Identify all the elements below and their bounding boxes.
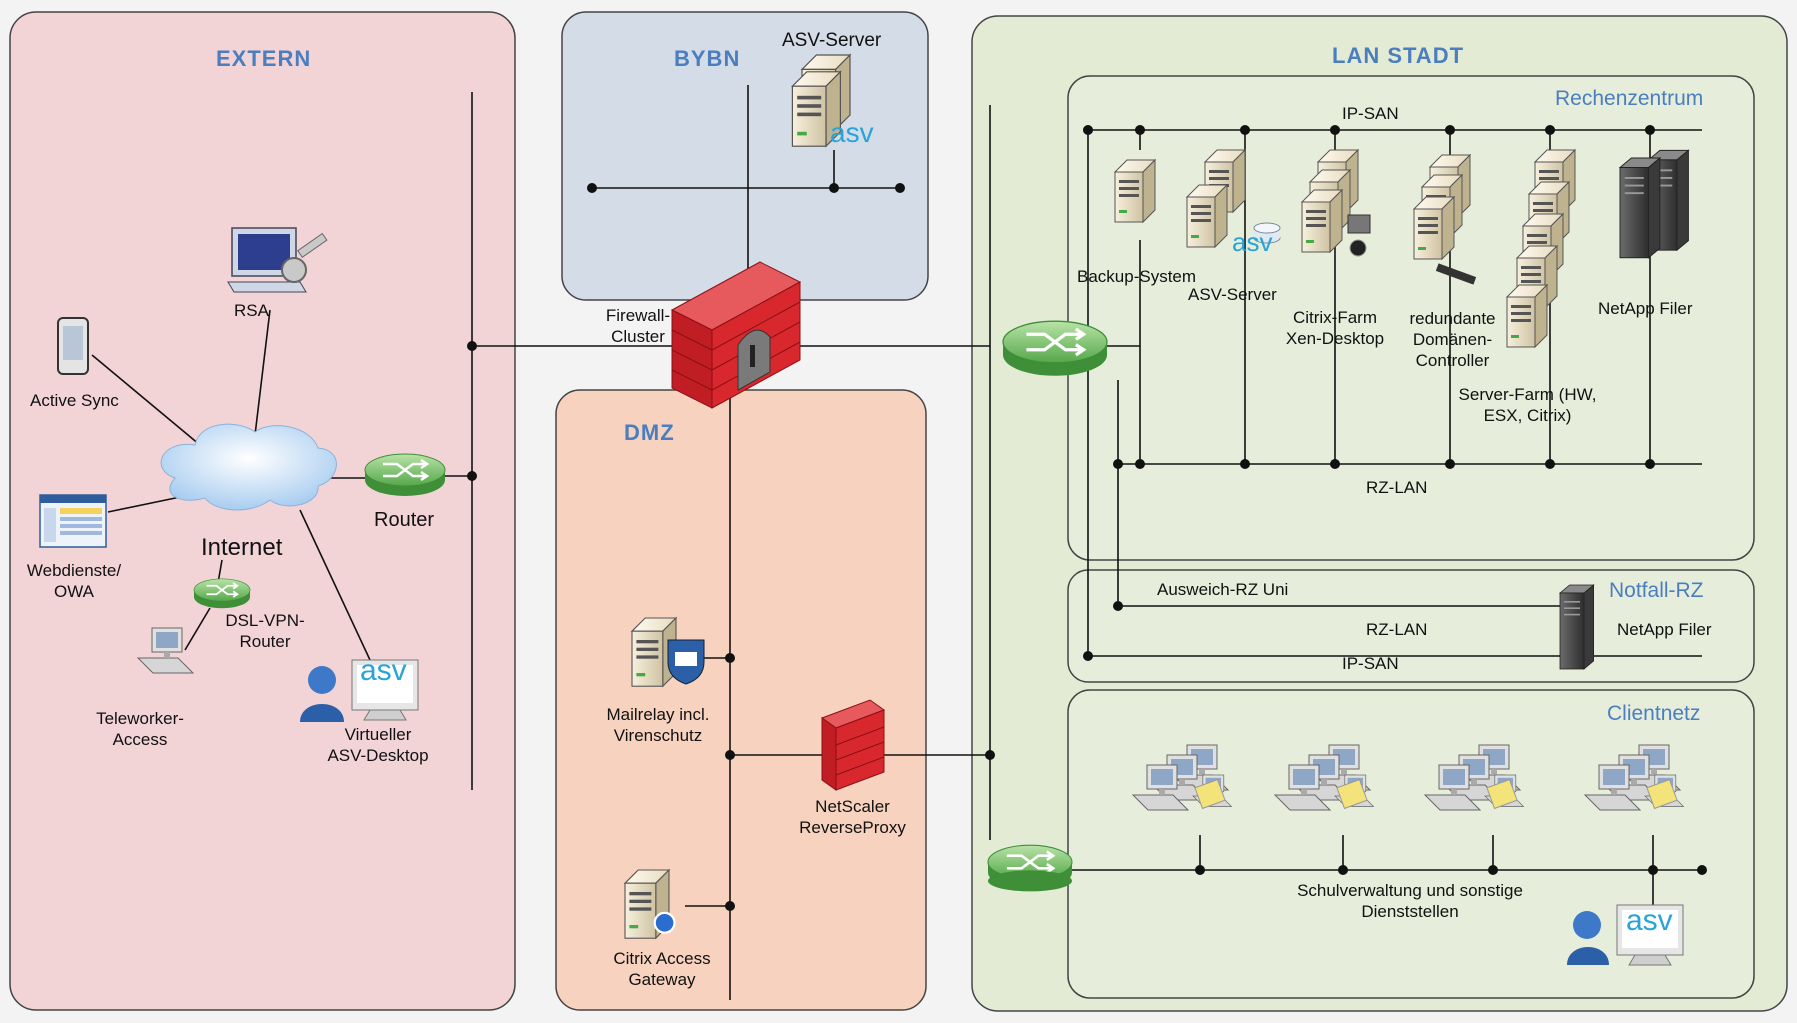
webdienste-window <box>39 494 107 548</box>
router-icon <box>363 452 447 498</box>
asv-logo-rz: asv <box>1232 227 1273 257</box>
zone-extern <box>9 11 516 1011</box>
netapp-filer-notfall <box>1559 584 1594 670</box>
client-router <box>986 843 1074 892</box>
firewall-cluster <box>670 261 802 409</box>
label-rsa: RSA <box>234 301 269 320</box>
citrix-gateway-server <box>624 869 676 939</box>
label-netscaler: NetScaler ReverseProxy <box>799 797 906 837</box>
label-netapp-filer-notfall: NetApp Filer <box>1617 620 1712 639</box>
label-webdienste: Webdienste/ OWA <box>26 561 122 601</box>
zone-bybn <box>561 11 929 301</box>
label-asv-server-bybn: ASV-Server <box>782 30 882 51</box>
dsl-vpn-router-icon <box>193 577 251 610</box>
netscaler-firewall <box>820 699 886 791</box>
label-active-sync: Active Sync <box>30 391 119 410</box>
zone-title-extern: EXTERN <box>216 46 312 71</box>
label-netapp-filer-rz: NetApp Filer <box>1598 299 1693 318</box>
asv-server-rz <box>1186 149 1281 248</box>
label-ip-san: IP-SAN <box>1342 104 1399 123</box>
lan-core-router <box>1001 319 1109 378</box>
clientnetz-asv-user <box>1567 904 1684 966</box>
label-schulverwaltung: Schulverwaltung und sonstige Dienststell… <box>1297 881 1523 921</box>
label-ip-san-notfall: IP-SAN <box>1342 654 1399 673</box>
bybn-links <box>592 85 900 290</box>
asv-logo-virtual: asv <box>360 654 407 687</box>
zone-title-bybn: BYBN <box>674 46 741 71</box>
label-rz-lan-notfall: RZ-LAN <box>1366 620 1428 639</box>
citrix-farm-servers <box>1301 149 1371 257</box>
label-rz-lan: RZ-LAN <box>1366 478 1428 497</box>
mail-shield-icon <box>667 639 705 685</box>
backup-system-server <box>1114 159 1156 223</box>
label-citrix-farm: Citrix-Farm Xen-Desktop <box>1285 308 1385 348</box>
asv-logo-client: asv <box>1626 904 1673 937</box>
active-sync-phone <box>57 317 89 375</box>
label-router: Router <box>374 509 435 531</box>
label-backup-system: Backup-System <box>1077 267 1197 286</box>
cloud-internet <box>160 423 337 511</box>
label-citrix-gateway: Citrix Access Gateway <box>613 949 711 989</box>
label-teleworker: Teleworker- Access <box>96 709 184 749</box>
netapp-filer-rz <box>1619 149 1689 259</box>
label-internet: Internet <box>201 534 283 561</box>
zone-title-lan-stadt: LAN STADT <box>1332 43 1465 68</box>
virtual-desktop-user <box>300 659 419 722</box>
zone-title-rechenzentrum: Rechenzentrum <box>1555 87 1704 110</box>
label-server-farm: Server-Farm (HW, ESX, Citrix) <box>1458 385 1597 425</box>
label-firewall-cluster: Firewall- Cluster <box>605 306 671 346</box>
rsa-terminal <box>227 227 328 293</box>
domain-controller-servers <box>1413 154 1477 285</box>
label-mailrelay: Mailrelay incl. Virenschutz <box>606 705 710 745</box>
asv-logo-bybn: asv <box>830 117 874 148</box>
zone-title-notfall-rz: Notfall-RZ <box>1609 579 1704 602</box>
label-domaenen-controller: redundante Domänen- Controller <box>1409 309 1496 370</box>
zone-title-dmz: DMZ <box>624 420 675 445</box>
zone-title-clientnetz: Clientnetz <box>1607 702 1701 725</box>
label-asv-server-rz: ASV-Server <box>1188 285 1277 304</box>
label-ausweich-rz: Ausweich-RZ Uni <box>1157 580 1289 599</box>
label-dsl-vpn-router: DSL-VPN- Router <box>225 611 305 651</box>
label-virtueller-desktop: Virtueller ASV-Desktop <box>327 725 429 765</box>
